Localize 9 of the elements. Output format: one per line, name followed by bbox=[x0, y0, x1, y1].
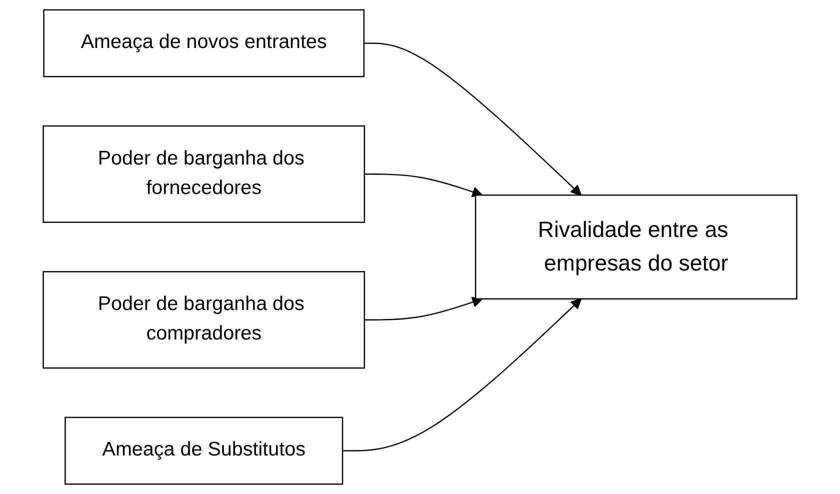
arrow bbox=[364, 42, 582, 196]
node-box: Rivalidade entre as empresas do setor bbox=[474, 194, 798, 300]
node-box: Ameaça de novos entrantes bbox=[43, 9, 365, 78]
arrow bbox=[364, 296, 483, 320]
node-box: Ameaça de Substitutos bbox=[64, 416, 344, 485]
node-box: Poder de barganha dos fornecedores bbox=[42, 125, 366, 223]
node-box: Poder de barganha dos compradores bbox=[42, 271, 366, 369]
arrow bbox=[364, 174, 483, 198]
arrow bbox=[342, 298, 582, 452]
